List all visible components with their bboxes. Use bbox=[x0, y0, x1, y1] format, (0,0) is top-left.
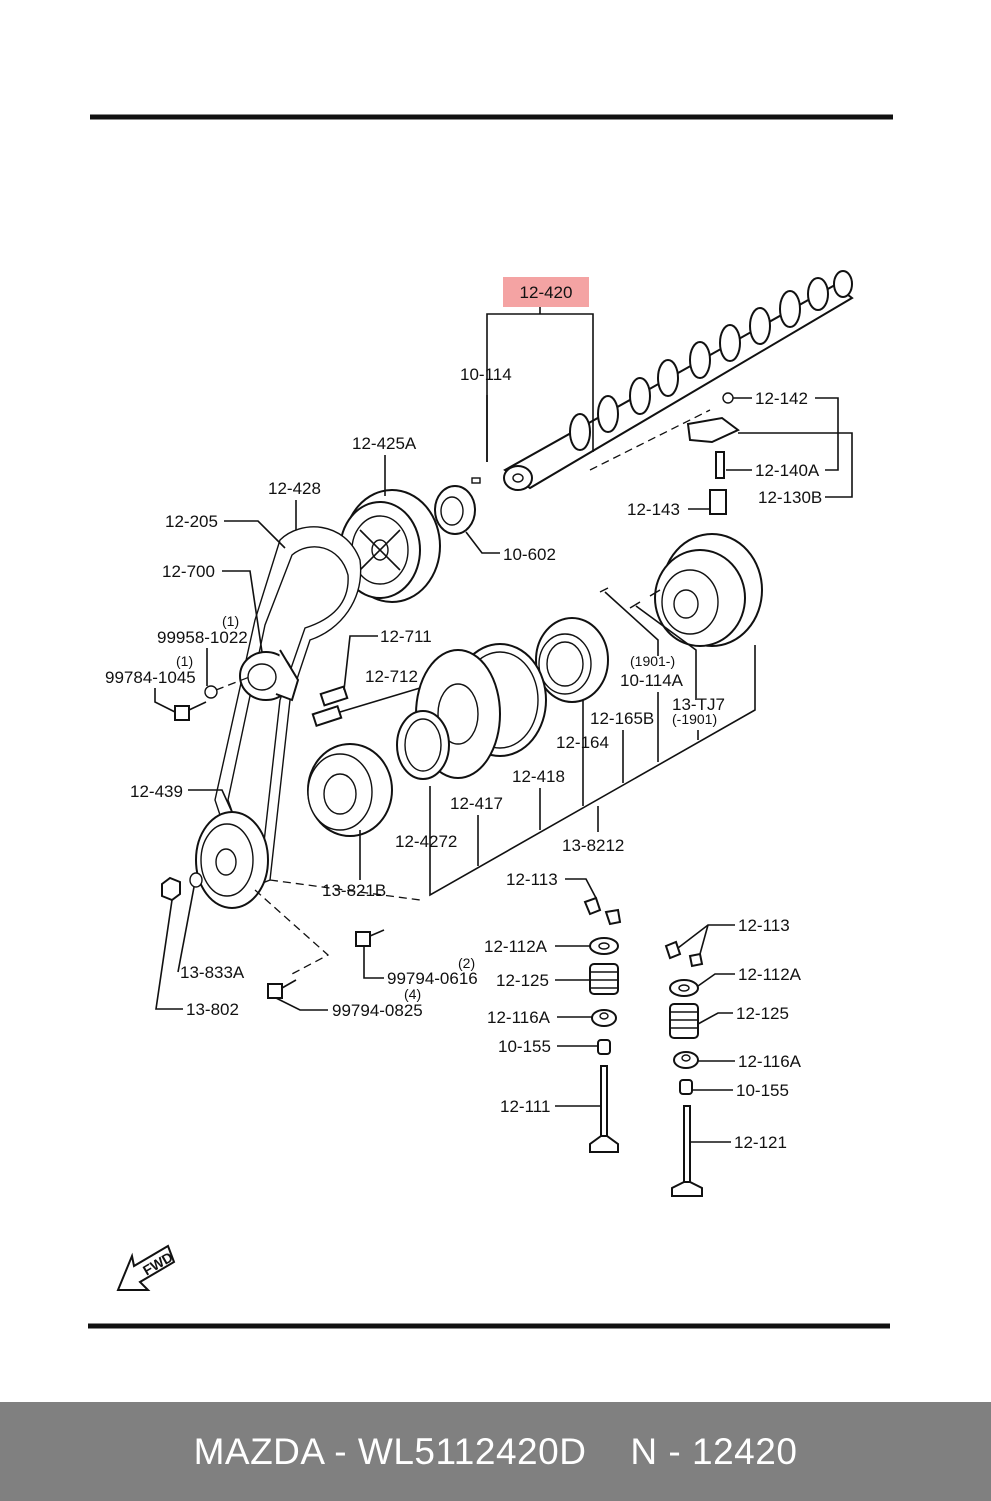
pin bbox=[629, 601, 641, 609]
label-12-428: 12-428 bbox=[268, 479, 321, 498]
footer-part-number: MAZDA - WL5112420D bbox=[193, 1430, 587, 1472]
label-12-425A: 12-425A bbox=[352, 434, 417, 453]
highlight-box bbox=[503, 277, 589, 307]
label-12-712: 12-712 bbox=[365, 667, 418, 686]
label-qty-2: (2) bbox=[458, 955, 475, 971]
pin bbox=[649, 589, 661, 597]
camshaft bbox=[503, 270, 854, 491]
label-10-114: 10-114 bbox=[460, 365, 512, 384]
footer-reference: N - 12420 bbox=[630, 1430, 798, 1472]
collar bbox=[535, 617, 609, 703]
valve-assembly-right bbox=[664, 940, 704, 1197]
label-12-113b: 12-113 bbox=[738, 916, 790, 935]
label-12-205: 12-205 bbox=[165, 512, 218, 531]
label-12-112Ab: 12-112A bbox=[738, 965, 802, 984]
label-12-700: 12-700 bbox=[162, 562, 215, 581]
label-13-TJ7: 13-TJ7 bbox=[672, 695, 725, 714]
label-13-802: 13-802 bbox=[186, 1000, 239, 1019]
bolt-99794-0825 bbox=[267, 979, 297, 999]
label-10-114A: 10-114A bbox=[620, 671, 684, 690]
label-13-8212: 13-8212 bbox=[562, 836, 624, 855]
pin bbox=[599, 587, 609, 593]
bolt-99794-0616 bbox=[355, 929, 385, 947]
label-qty-1a: (1) bbox=[222, 613, 239, 629]
label-10-602: 10-602 bbox=[503, 545, 556, 564]
label-dash-1901: (-1901) bbox=[672, 711, 717, 727]
tensioner-spring bbox=[311, 685, 349, 727]
label-12-121: 12-121 bbox=[734, 1133, 787, 1152]
label-12-711: 12-711 bbox=[380, 627, 432, 646]
label-12-116Aa: 12-116A bbox=[487, 1008, 551, 1027]
label-12-4272: 12-4272 bbox=[395, 832, 457, 851]
oil-seal bbox=[434, 485, 476, 535]
label-12-142: 12-142 bbox=[755, 389, 808, 408]
label-13-833A: 13-833A bbox=[180, 963, 245, 982]
crank-pulley bbox=[307, 743, 393, 837]
parts-diagram: 12-420 10-114 12-142 12-140A 12-130B 12-… bbox=[88, 114, 893, 1329]
label-99784-1045: 99784-1045 bbox=[105, 668, 196, 687]
label-12-439: 12-439 bbox=[130, 782, 183, 801]
label-99794-0616: 99794-0616 bbox=[387, 969, 478, 988]
label-10-155a: 10-155 bbox=[498, 1037, 551, 1056]
rocker-arm bbox=[686, 392, 740, 515]
label-12-125b: 12-125 bbox=[736, 1004, 789, 1023]
label-1901-dash: (1901-) bbox=[630, 653, 675, 669]
ring-12-4272 bbox=[396, 710, 450, 780]
label-12-125a: 12-125 bbox=[496, 971, 549, 990]
nut-13-802 bbox=[161, 872, 203, 902]
label-12-111: 12-111 bbox=[500, 1097, 550, 1116]
label-12-420: 12-420 bbox=[520, 283, 573, 302]
label-qty-1b: (1) bbox=[176, 653, 193, 669]
washer bbox=[204, 685, 218, 699]
valve-assembly-left bbox=[583, 896, 622, 1153]
crank-gear bbox=[654, 533, 763, 647]
label-12-113a: 12-113 bbox=[506, 870, 558, 889]
tensioner bbox=[239, 649, 300, 702]
key-10-114 bbox=[471, 477, 481, 484]
footer-bar: MAZDA - WL5112420D N - 12420 bbox=[0, 1402, 991, 1501]
label-12-130B: 12-130B bbox=[758, 488, 822, 507]
label-99794-0825: 99794-0825 bbox=[332, 1001, 423, 1020]
label-99958-1022: 99958-1022 bbox=[157, 628, 248, 647]
fwd-arrow-icon: FWD bbox=[116, 1244, 176, 1291]
idler-pulley bbox=[195, 811, 269, 909]
label-qty-4: (4) bbox=[404, 986, 421, 1002]
label-12-417: 12-417 bbox=[450, 794, 503, 813]
label-12-140A: 12-140A bbox=[755, 461, 820, 480]
label-12-116Ab: 12-116A bbox=[738, 1052, 802, 1071]
label-12-112Aa: 12-112A bbox=[484, 937, 548, 956]
label-12-165B: 12-165B bbox=[590, 709, 654, 728]
label-13-821B: 13-821B bbox=[322, 881, 386, 900]
label-12-143: 12-143 bbox=[627, 500, 680, 519]
label-10-155b: 10-155 bbox=[736, 1081, 789, 1100]
bolt-99784-1045 bbox=[174, 701, 207, 721]
label-12-418: 12-418 bbox=[512, 767, 565, 786]
